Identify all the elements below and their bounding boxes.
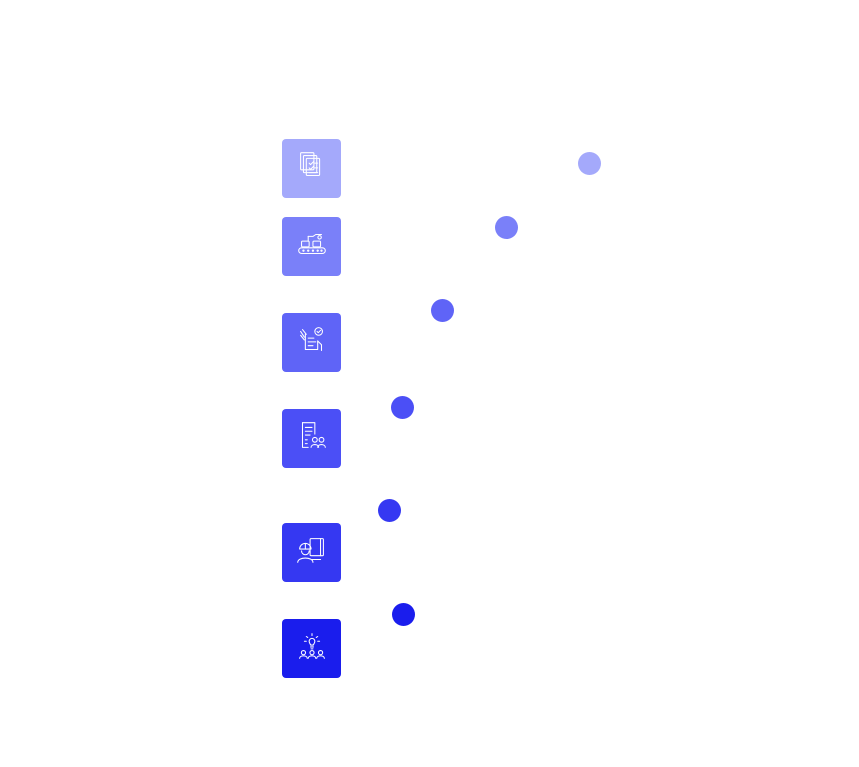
team-idea-icon	[293, 627, 331, 670]
step-4-tile	[282, 409, 341, 468]
step-5-tile	[282, 523, 341, 582]
assembly-line-icon	[293, 225, 331, 268]
step-6-tile	[282, 619, 341, 678]
step-2-tile	[282, 217, 341, 276]
step-1-dot	[578, 152, 601, 175]
documents-checklist-icon	[293, 147, 331, 190]
step-1-tile	[282, 139, 341, 198]
step-3-tile	[282, 313, 341, 372]
step-5-dot	[378, 499, 401, 522]
step-4-dot	[391, 396, 414, 419]
step-2-dot	[495, 216, 518, 239]
hand-document-check-icon	[293, 321, 331, 364]
step-6-dot	[392, 603, 415, 626]
step-3-dot	[431, 299, 454, 322]
document-team-icon	[293, 417, 331, 460]
engineer-blueprint-icon	[293, 531, 331, 574]
